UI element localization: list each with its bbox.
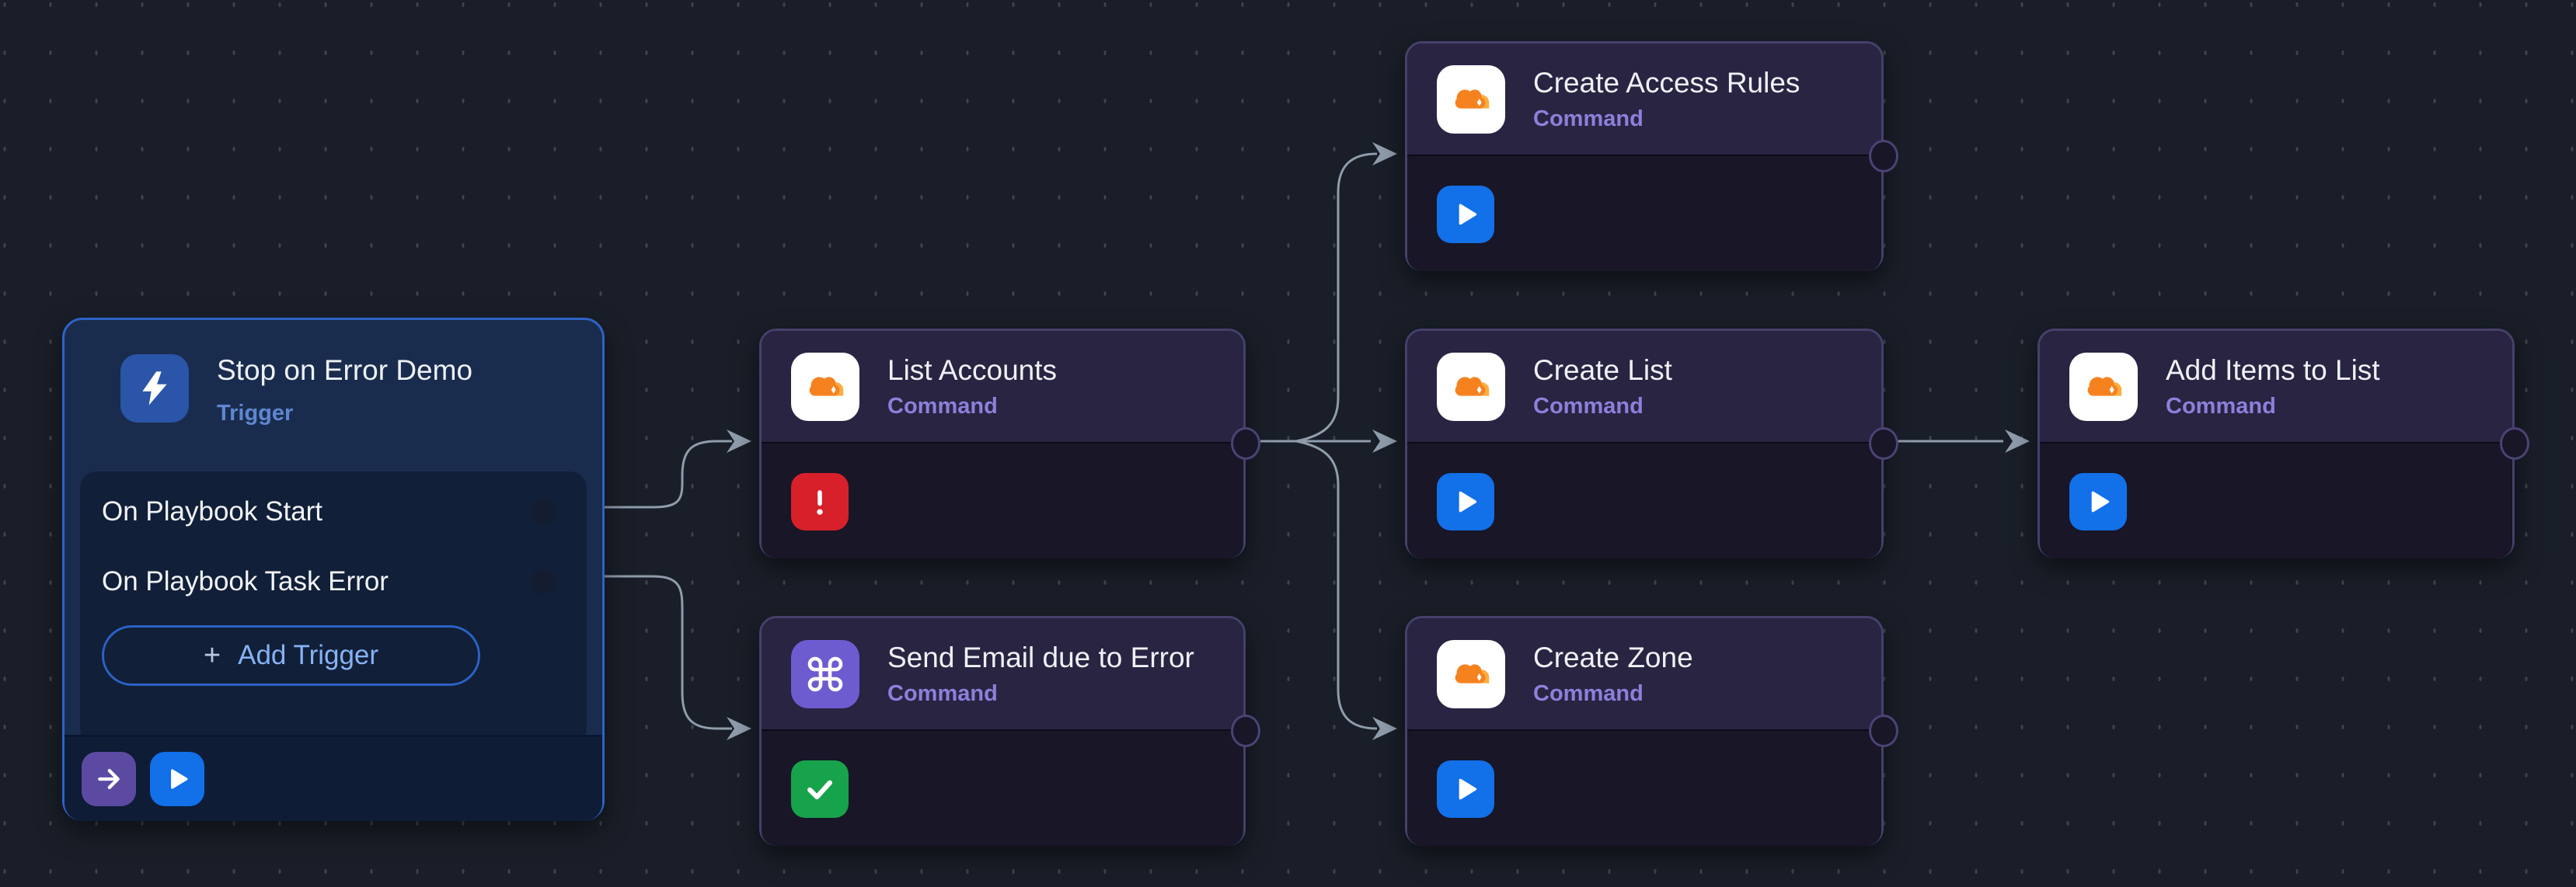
edge-list-accounts-to-create-access-rules (1295, 152, 1378, 443)
trigger-item-on-playbook-start[interactable]: On Playbook Start (102, 496, 323, 527)
play-icon[interactable] (1437, 186, 1494, 243)
arrowhead (727, 717, 751, 740)
node-type-label: Trigger (217, 401, 294, 426)
node-title: Create Zone (1533, 642, 1693, 673)
node-create-list[interactable]: Create List Command (1405, 329, 1898, 558)
arrowhead (1372, 430, 1397, 453)
arrowhead (1372, 717, 1397, 740)
node-type-label: Command (1533, 106, 1644, 131)
output-connector[interactable] (1231, 427, 1260, 460)
node-type-label: Command (887, 681, 998, 706)
play-icon[interactable] (150, 752, 204, 806)
output-connector[interactable] (1869, 715, 1898, 747)
node-header: List Accounts Command (762, 331, 1243, 444)
output-connector[interactable] (1869, 427, 1898, 460)
node-list-accounts[interactable]: List Accounts Command (759, 329, 1260, 558)
exclamation-icon[interactable] (791, 473, 849, 530)
arrowhead (1372, 142, 1397, 165)
cloudflare-icon (791, 352, 859, 421)
arrowhead (727, 430, 751, 453)
add-trigger-button[interactable]: + Add Trigger (102, 625, 480, 686)
checkmark-icon[interactable] (791, 760, 849, 818)
cloudflare-icon (1437, 64, 1505, 134)
output-connector[interactable] (1231, 715, 1260, 747)
node-type-label: Command (1533, 394, 1644, 419)
plus-icon: + (203, 638, 221, 672)
output-connector[interactable] (2500, 427, 2529, 460)
node-header: Send Email due to Error Command (762, 618, 1243, 731)
add-trigger-label: Add Trigger (238, 640, 379, 670)
node-type-label: Command (887, 394, 998, 419)
node-header: Create Access Rules Command (1407, 43, 1881, 156)
divider (64, 735, 602, 737)
node-body (2040, 445, 2512, 558)
node-body (1407, 445, 1881, 558)
arrowhead (2005, 430, 2030, 453)
lightning-bolt-icon (120, 354, 189, 423)
node-title: Add Items to List (2166, 354, 2380, 386)
node-body (1407, 732, 1881, 846)
trigger-list-panel: On Playbook Start On Playbook Task Error… (80, 471, 587, 745)
node-create-zone[interactable]: Create Zone Command (1405, 616, 1898, 846)
cloudflare-icon (2069, 352, 2138, 421)
node-header: Create Zone Command (1407, 618, 1881, 731)
node-title: Stop on Error Demo (217, 354, 473, 386)
command-symbol-icon (791, 639, 859, 708)
node-header: Add Items to List Command (2040, 331, 2512, 444)
edge-error-to-send-email (566, 575, 732, 730)
arrow-right-icon[interactable] (82, 752, 136, 806)
node-header: Create List Command (1407, 331, 1881, 444)
node-title: List Accounts (887, 354, 1058, 386)
node-stop-on-error-demo[interactable]: Stop on Error Demo Trigger On Playbook S… (62, 318, 605, 821)
trigger-output-connector[interactable] (531, 569, 556, 594)
play-icon[interactable] (2069, 473, 2127, 530)
trigger-output-connector[interactable] (531, 499, 556, 524)
edge-list-accounts-to-create-zone (1295, 440, 1378, 730)
edge-start-to-list-accounts (566, 440, 732, 509)
node-footer (64, 737, 602, 821)
trigger-item-on-playbook-task-error[interactable]: On Playbook Task Error (102, 566, 389, 597)
cloudflare-icon (1437, 639, 1505, 708)
cloudflare-icon (1437, 352, 1505, 421)
play-icon[interactable] (1437, 473, 1494, 530)
node-body (1407, 158, 1881, 271)
output-connector[interactable] (1869, 140, 1898, 172)
node-add-items-to-list[interactable]: Add Items to List Command (2037, 329, 2529, 558)
node-body (762, 445, 1243, 558)
node-title: Create List (1533, 354, 1672, 386)
node-body (762, 732, 1243, 846)
node-create-access-rules[interactable]: Create Access Rules Command (1405, 41, 1898, 271)
node-title: Create Access Rules (1533, 67, 1800, 99)
node-title: Send Email due to Error (887, 642, 1194, 673)
node-type-label: Command (1533, 681, 1644, 706)
node-send-email-due-to-error[interactable]: Send Email due to Error Command (759, 616, 1260, 846)
play-icon[interactable] (1437, 760, 1494, 818)
node-type-label: Command (2166, 394, 2276, 419)
